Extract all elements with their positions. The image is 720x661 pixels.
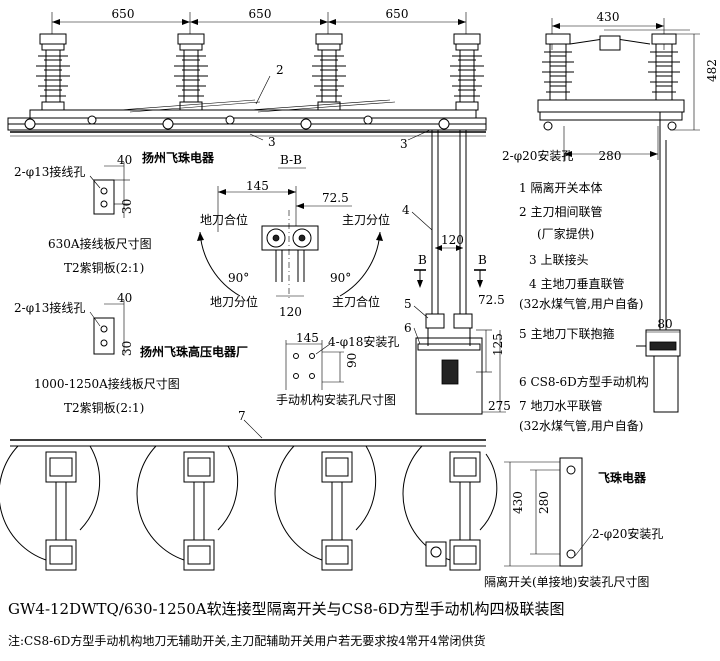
main-open-label: 主刀分位 (342, 212, 390, 227)
dim-650-b: 650 (249, 7, 272, 21)
earth-open-label: 地刀分位 (210, 294, 258, 309)
brand-1: 扬州飞珠电器 (142, 150, 215, 165)
legend-item-4: 4 主地刀垂直联管 (529, 276, 624, 291)
plate-dim-40b: 40 (117, 291, 132, 305)
bb-dim-72-5: 72.5 (322, 191, 349, 205)
copper-a: T2紫铜板(2:1) (64, 260, 144, 275)
plate-dim-40a: 40 (117, 153, 132, 167)
b-right: B (478, 253, 487, 267)
right-dim-430: 430 (511, 491, 525, 514)
callout-6: 6 (404, 321, 412, 335)
brand-2: 扬州飞珠高压电器厂 (140, 344, 248, 359)
legend-item-2-note: (厂家提供) (537, 226, 594, 241)
legend-item-5: 5 主地刀下联抱箍 (519, 326, 614, 341)
bottom-pole-2 (136, 445, 239, 571)
dim-80: 80 (657, 317, 672, 331)
dim-650-a: 650 (112, 7, 135, 21)
mech-dim-90: 90 (345, 353, 359, 368)
switch-hole-plate (504, 457, 593, 567)
legend-item-3: 3 上联接头 (529, 252, 588, 267)
top-dimension-line (51, 12, 467, 40)
right-dim-280: 280 (537, 491, 551, 514)
dim-120-line (435, 245, 463, 251)
mech-hole-drawing (285, 340, 344, 390)
callout-6-leader (413, 327, 421, 345)
drawing-title: GW4-12DWTQ/630-1250A软连接型隔离开关与CS8-6D方型手动机… (8, 600, 565, 618)
callout-7: 7 (238, 409, 246, 423)
base-frame (7, 99, 487, 137)
callout-2-leader (255, 75, 271, 105)
main-close-label: 主刀合位 (332, 294, 380, 309)
section-b-markers (414, 269, 486, 288)
bb-dims (217, 186, 352, 232)
switch-holes-title: 隔离开关(单接地)安装孔尺寸图 (484, 574, 649, 589)
callout-3b-leader (407, 129, 431, 141)
callout-2: 2 (276, 63, 284, 77)
plate-1000-label: 1000-1250A接线板尺寸图 (34, 376, 180, 391)
insulator-4 (450, 33, 484, 111)
legend-item-6: 6 CS8-6D方型手动机构 (519, 374, 649, 389)
callout-4: 4 (402, 203, 410, 217)
side-view-switch (537, 33, 685, 140)
dim-125: 125 (491, 333, 505, 356)
right-hole-label: 2-φ20安装孔 (592, 526, 663, 541)
mech-holes-label: 4-φ18安装孔 (328, 334, 399, 349)
b-left: B (418, 253, 427, 267)
dim-482: 482 (705, 59, 719, 82)
bb-dim-120: 120 (279, 305, 302, 319)
callout-3a-leader (249, 133, 264, 141)
plate-1000 (89, 300, 125, 356)
deg-left: 90° (228, 271, 249, 285)
drawing-note: 注:CS8-6D方型手动机构地刀无辅助开关,主刀配辅助开关用户若无要求按4常开4… (8, 633, 485, 648)
mount-hole-top: 2-φ20安装孔 (502, 148, 573, 163)
bottom-pole-1 (0, 445, 101, 571)
callout-5-leader (413, 305, 429, 319)
bb-dim-145: 145 (246, 179, 269, 193)
bottom-pole-4 (402, 445, 498, 571)
callout-3a: 3 (268, 135, 276, 149)
dim-72-5-v: 72.5 (478, 293, 505, 307)
callout-3b: 3 (400, 137, 408, 151)
insulator-3 (312, 33, 346, 111)
plate-dim-30b: 30 (120, 341, 134, 356)
hole13-label-a: 2-φ13接线孔 (14, 164, 85, 179)
bb-title: B-B (280, 153, 302, 167)
legend-item-1: 1 隔离开关本体 (519, 180, 602, 195)
plate-630-label: 630A接线板尺寸图 (48, 236, 152, 251)
bottom-pole-3 (274, 445, 377, 571)
earth-close-label: 地刀合位 (200, 212, 248, 227)
vertical-tube-assembly (415, 130, 483, 415)
dim-280-top: 280 (599, 149, 622, 163)
legend-item-7: 7 地刀水平联管 (519, 398, 602, 413)
plate-dim-30a: 30 (120, 199, 134, 214)
plate-630 (89, 162, 130, 218)
copper-b: T2紫铜板(2:1) (64, 400, 144, 415)
dim-275: 275 (488, 399, 511, 413)
legend: 1 隔离开关本体 2 主刀相间联管 (厂家提供) 3 上联接头 4 主地刀垂直联… (519, 180, 649, 433)
legend-item-2: 2 主刀相间联管 (519, 204, 602, 219)
hole13-label-b: 2-φ13接线孔 (14, 300, 85, 315)
legend-item-7-note: (32水煤气管,用户自备) (519, 418, 643, 433)
dim-650-c: 650 (386, 7, 409, 21)
callout-4-leader (411, 211, 433, 231)
dim-275-line (482, 330, 506, 413)
legend-item-4-note: (32水煤气管,用户自备) (519, 296, 643, 311)
mech-holes-title: 手动机构安装孔尺寸图 (276, 392, 396, 407)
brand-3: 飞珠电器 (598, 470, 647, 485)
insulator-1 (36, 33, 70, 111)
callout-5: 5 (404, 297, 412, 311)
side-mechanism (636, 140, 681, 413)
dim-120-v: 120 (441, 233, 464, 247)
insulator-2 (174, 33, 208, 111)
bb-section-drawing (197, 210, 383, 300)
mech-dim-145: 145 (296, 331, 319, 345)
dim-430: 430 (597, 10, 620, 24)
dim-125-line (476, 329, 492, 373)
callout-7-leader (243, 419, 263, 439)
earth-horizontal-tube (10, 439, 486, 447)
deg-right: 90° (330, 271, 351, 285)
dim-280-top-line (563, 126, 659, 160)
